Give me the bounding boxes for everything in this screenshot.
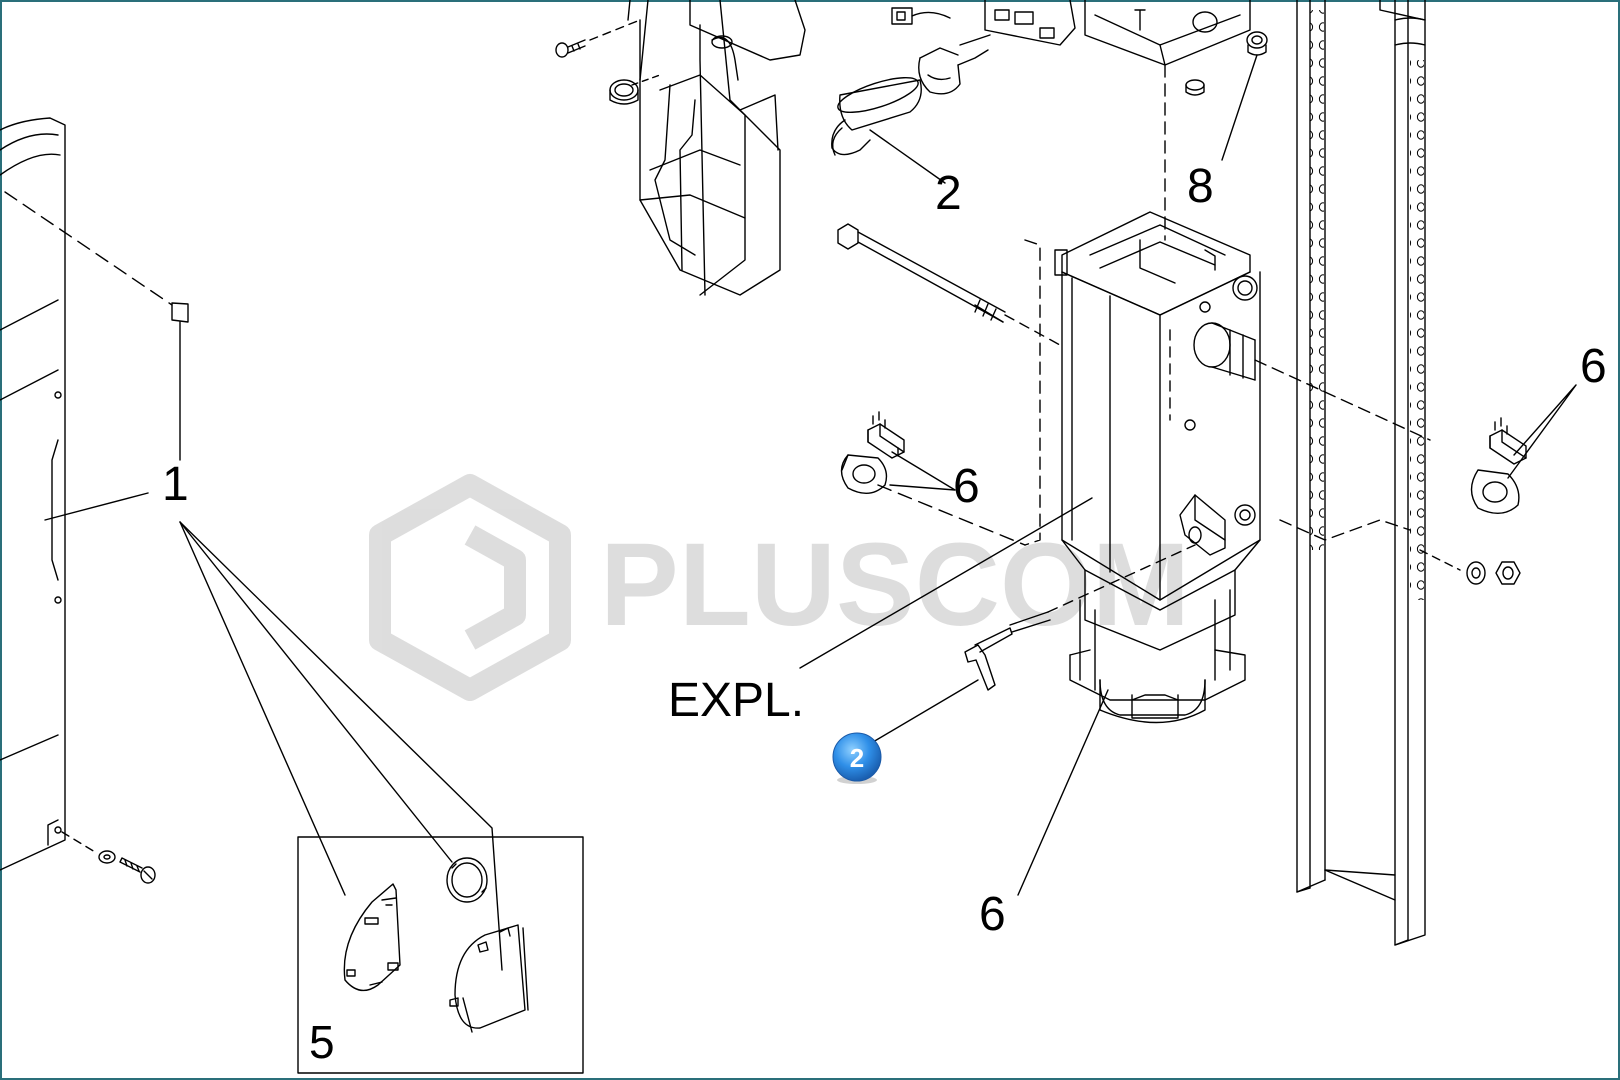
callout-6-right: 6 [1580, 340, 1607, 393]
leader-6-left [889, 451, 956, 491]
callout-6-left: 6 [953, 460, 980, 513]
watermark: PLUSCOM [369, 474, 1190, 701]
leader-1-plug [179, 521, 453, 863]
round-plug [446, 857, 488, 903]
right-rail [1324, 0, 1426, 946]
grommet [1185, 79, 1205, 96]
clamp-ring-right [1470, 469, 1520, 514]
expl-label: EXPL. [668, 674, 804, 727]
kit-5-box [297, 836, 584, 1074]
left-panel-screw [61, 831, 156, 884]
long-bolt [837, 223, 1061, 346]
washer-right [1466, 561, 1486, 585]
control-board [959, 0, 1076, 46]
step-badge[interactable]: 2 [832, 732, 882, 784]
callout-5: 5 [309, 1016, 335, 1068]
handle-bracket [639, 0, 806, 296]
motor-dashed-bracket [1024, 239, 1041, 546]
leader-2 [869, 129, 946, 184]
square-clip [171, 302, 189, 323]
leader-8 [1221, 54, 1258, 161]
callout-1: 1 [162, 458, 189, 511]
cover-cap-right [449, 924, 529, 1033]
capacitor [831, 77, 922, 156]
step-badge-number: 2 [850, 743, 864, 773]
leader-6-bottom [1017, 689, 1109, 896]
motor-assembly [1054, 211, 1431, 724]
cable-clamp [918, 47, 989, 95]
small-screw-8 [1246, 31, 1268, 56]
leader-1-cover-right [179, 521, 503, 971]
callout-2: 2 [935, 167, 962, 220]
leader-1-panel [44, 492, 149, 521]
leader-6-right [1507, 384, 1577, 479]
top-screw [555, 19, 641, 58]
nut-right [1495, 561, 1521, 585]
top-nut [609, 0, 661, 105]
left-ring-axis [877, 484, 1026, 546]
leader-badge [872, 679, 979, 743]
clamp-ring-left [840, 454, 888, 494]
right-rail-axis [1279, 519, 1411, 541]
callout-8: 8 [1187, 160, 1214, 213]
cover-cap-left [343, 883, 401, 992]
limit-switch-left [867, 411, 905, 459]
switch-component [891, 7, 951, 25]
limit-switch-right [1489, 417, 1527, 465]
panel-dashed-axis [4, 191, 173, 306]
leader-expl [799, 497, 1093, 669]
nut-axis [1419, 549, 1461, 571]
watermark-logo-icon [369, 474, 571, 701]
left-door-panel [0, 117, 66, 871]
callout-6-bottom: 6 [979, 888, 1006, 941]
leader-1-cover-left [179, 521, 346, 896]
left-rail [1296, 0, 1396, 901]
junction-box [1084, 0, 1251, 66]
watermark-text: PLUSCOM [600, 519, 1190, 651]
hand-crank [964, 544, 1196, 691]
